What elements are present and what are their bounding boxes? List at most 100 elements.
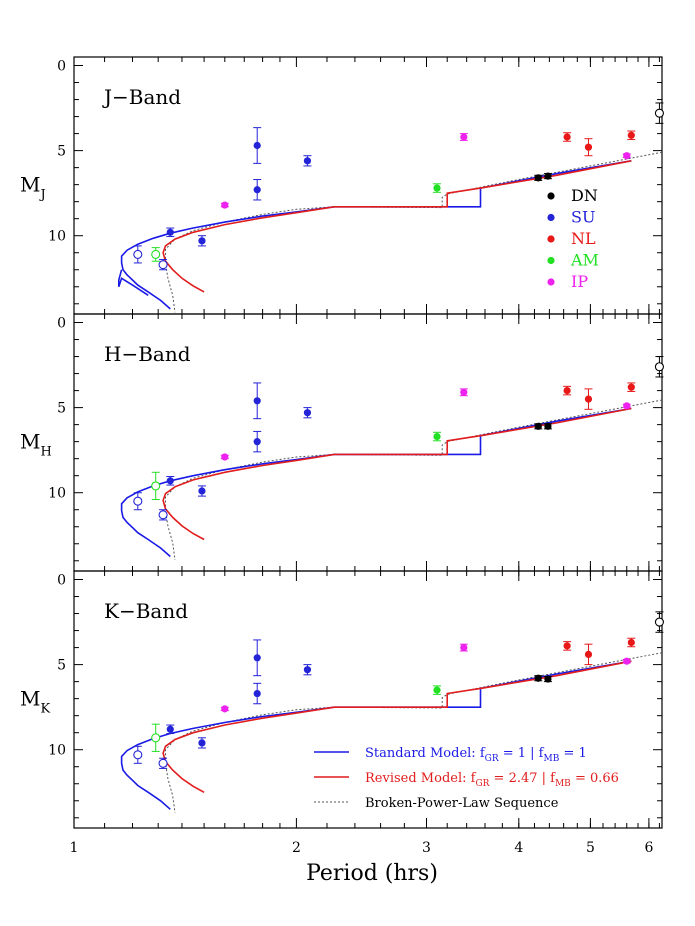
revised-model-curve — [162, 407, 632, 541]
data-point-dn — [534, 174, 543, 182]
marker — [253, 689, 261, 698]
legend-text-0: Standard Model: fGR = 1 | fMB = 1 — [365, 746, 587, 764]
y-tick-label: 5 — [57, 144, 66, 160]
marker — [534, 674, 542, 682]
data-point-su — [197, 737, 206, 749]
data-point-ip — [622, 152, 631, 160]
marker — [623, 402, 631, 410]
data-point-su — [158, 757, 168, 769]
legend-text-1: Revised Model: fGR = 2.47 | fMB = 0.66 — [365, 771, 619, 789]
marker — [563, 386, 571, 395]
marker — [433, 686, 441, 694]
data-point-nl — [563, 641, 572, 651]
y-tick-label: 10 — [48, 486, 66, 502]
legend-label-am: AM — [570, 251, 599, 270]
marker — [584, 395, 593, 403]
broken-power-law-curve — [165, 399, 662, 560]
y-tick-label: 5 — [57, 401, 66, 417]
data-point-su — [253, 682, 262, 705]
broken-power-law-curve — [165, 652, 662, 813]
marker — [460, 388, 468, 396]
y-tick-label: 10 — [48, 743, 66, 759]
marker — [253, 397, 261, 405]
data-point-ip — [459, 388, 468, 397]
standard-model-tail-curve — [118, 269, 149, 296]
data-point-obs — [654, 611, 664, 633]
marker — [433, 432, 441, 441]
marker — [253, 141, 261, 150]
legend-label-su: SU — [571, 208, 595, 227]
data-point-am — [151, 247, 161, 262]
marker-open — [151, 249, 161, 259]
data-point-su — [133, 745, 143, 764]
data-point-su — [303, 155, 312, 167]
data-point-dn — [543, 675, 552, 683]
model-curves — [118, 151, 662, 313]
data-point-ip — [622, 402, 631, 410]
marker — [584, 650, 593, 658]
data-point-nl — [563, 385, 572, 396]
data-point-su — [158, 509, 168, 521]
data-point-nl — [563, 132, 572, 142]
marker — [627, 638, 635, 647]
marker-open — [133, 750, 143, 760]
data-point-ip — [459, 133, 468, 141]
x-tick-label: 3 — [422, 840, 431, 856]
legend-label-dn: DN — [571, 186, 598, 205]
data-point-nl — [584, 388, 593, 410]
data-point-ip — [220, 453, 229, 461]
y-tick-label: 0 — [57, 59, 66, 75]
panel-frame — [73, 570, 663, 829]
marker-open — [654, 617, 664, 627]
marker — [544, 675, 552, 683]
marker-open — [158, 510, 168, 520]
data-points — [133, 356, 664, 521]
data-point-dn — [543, 422, 552, 430]
band-label: K−Band — [104, 599, 188, 623]
y-tick-label: 10 — [48, 229, 66, 245]
marker — [221, 201, 229, 209]
marker — [303, 409, 312, 417]
marker — [460, 133, 468, 141]
model-curves — [120, 399, 662, 560]
marker — [544, 422, 552, 430]
legend-label-nl: NL — [571, 229, 596, 248]
model-curves — [120, 652, 662, 813]
data-point-nl — [584, 138, 593, 157]
marker — [534, 174, 542, 182]
data-point-ip — [459, 643, 468, 652]
band-label: H−Band — [104, 342, 191, 366]
marker — [253, 186, 261, 194]
data-point-nl — [627, 130, 636, 141]
marker-open — [158, 758, 168, 768]
marker — [544, 172, 552, 180]
data-point-su — [158, 259, 168, 271]
legend-marker-am — [547, 256, 555, 265]
marker — [221, 705, 229, 713]
legend-marker-nl — [547, 235, 555, 243]
data-point-su — [253, 382, 262, 420]
data-points — [133, 102, 664, 271]
data-point-nl — [627, 382, 636, 392]
data-points — [133, 611, 664, 769]
data-point-am — [433, 685, 442, 695]
data-point-am — [433, 183, 442, 193]
marker — [166, 477, 174, 485]
y-axis-label: MJ — [20, 173, 46, 203]
data-point-su — [133, 492, 143, 511]
marker — [627, 131, 635, 139]
data-point-ip — [220, 705, 229, 713]
data-point-su — [133, 245, 143, 264]
standard-model-curve — [120, 407, 632, 558]
data-point-su — [253, 179, 262, 201]
data-point-dn — [534, 674, 543, 682]
data-point-su — [197, 485, 206, 497]
marker — [166, 228, 174, 236]
data-point-nl — [584, 643, 593, 666]
marker — [198, 237, 206, 245]
